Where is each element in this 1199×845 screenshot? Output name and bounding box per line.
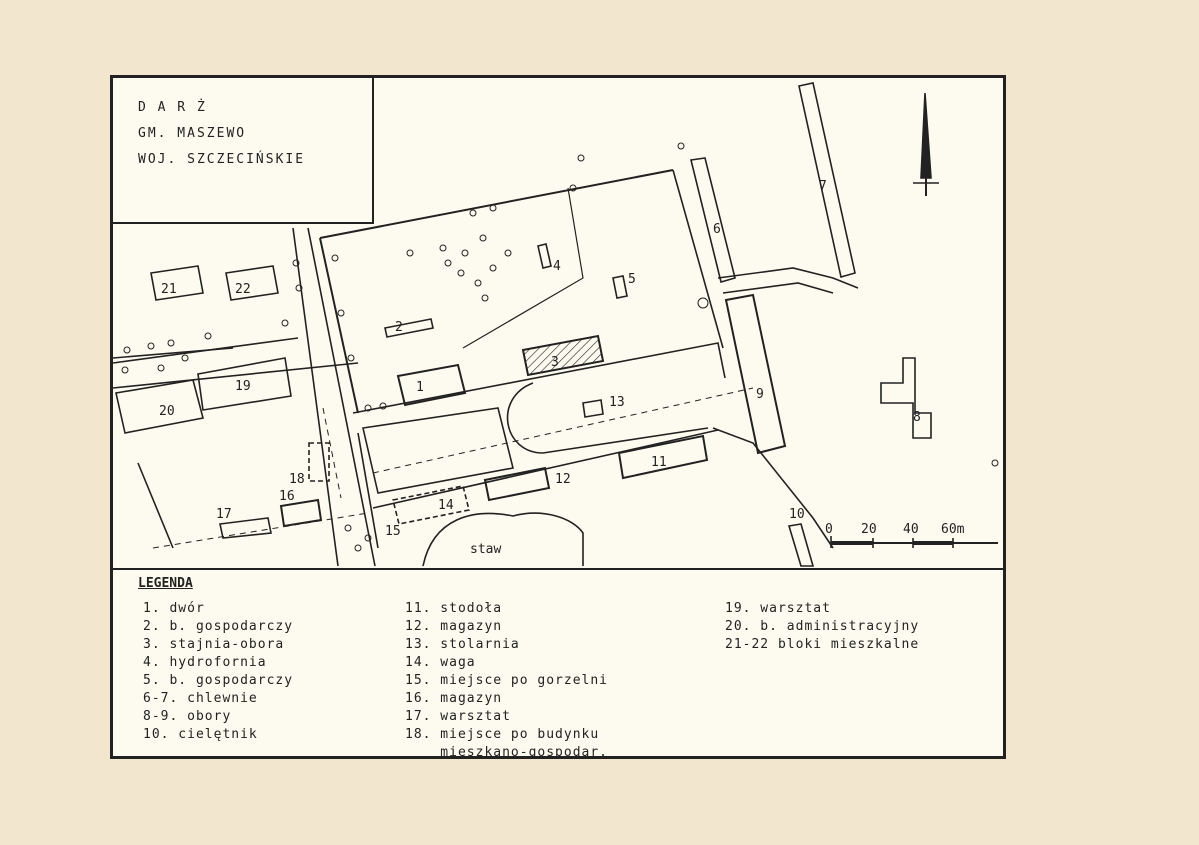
legend-item: 19. warsztat <box>725 601 831 616</box>
building-11-label: 11 <box>651 455 667 470</box>
pond-label: staw <box>470 542 501 557</box>
legend-item: 21-22 bloki mieszkalne <box>725 637 920 652</box>
building-3-label: 3 <box>551 355 559 370</box>
legend-item: 10. cielętnik <box>143 727 258 742</box>
building-8-label: 8 <box>913 410 921 425</box>
building-16-label: 16 <box>279 489 295 504</box>
commune-name: GM. MASZEWO <box>138 126 247 141</box>
legend-item: 11. stodoła <box>405 601 503 616</box>
legend-item: 17. warsztat <box>405 709 511 724</box>
building-17-label: 17 <box>216 507 232 522</box>
building-12-label: 12 <box>555 472 571 487</box>
voivodeship-name: WOJ. SZCZECIŃSKIE <box>138 152 306 167</box>
scale-tick-40: 40 <box>903 522 919 537</box>
legend-item: 13. stolarnia <box>405 637 520 652</box>
legend-item: 6-7. chlewnie <box>143 691 258 706</box>
legend-column-1: 1. dwór 2. b. gospodarczy 3. stajnia-obo… <box>143 600 293 744</box>
legend-column-2: 11. stodoła 12. magazyn 13. stolarnia 14… <box>405 600 608 762</box>
legend: LEGENDA 1. dwór 2. b. gospodarczy 3. sta… <box>113 568 1003 760</box>
legend-item: 1. dwór <box>143 601 205 616</box>
building-22-label: 22 <box>235 282 251 297</box>
legend-item: mieszkano-gospodar. <box>405 745 609 760</box>
scale-tick-60m: 60m <box>941 522 965 537</box>
building-6-label: 6 <box>713 222 721 237</box>
legend-item: 3. stajnia-obora <box>143 637 285 652</box>
title-box: D A R Ż GM. MASZEWO WOJ. SZCZECIŃSKIE <box>113 78 374 224</box>
legend-item: 2. b. gospodarczy <box>143 619 294 634</box>
legend-heading: LEGENDA <box>138 576 193 591</box>
building-2-label: 2 <box>395 320 403 335</box>
building-20-label: 20 <box>159 404 175 419</box>
legend-item: 18. miejsce po budynku <box>405 727 600 742</box>
building-21-label: 21 <box>161 282 177 297</box>
building-9-label: 9 <box>756 387 764 402</box>
building-1-label: 1 <box>416 380 424 395</box>
building-4-label: 4 <box>553 259 561 274</box>
legend-item: 20. b. administracyjny <box>725 619 920 634</box>
scale-tick-0: 0 <box>825 522 833 537</box>
map-frame: 1 2 3 4 5 6 7 8 9 10 11 12 13 14 15 16 1… <box>110 75 1006 760</box>
legend-item: 12. magazyn <box>405 619 503 634</box>
legend-item: 15. miejsce po gorzelni <box>405 673 609 688</box>
building-7-label: 7 <box>819 179 827 194</box>
place-name: D A R Ż <box>138 100 207 115</box>
legend-item: 4. hydrofornia <box>143 655 267 670</box>
legend-item: 5. b. gospodarczy <box>143 673 294 688</box>
building-10-label: 10 <box>789 507 805 522</box>
legend-item: 14. waga <box>405 655 476 670</box>
building-19-label: 19 <box>235 379 251 394</box>
building-18-label: 18 <box>289 472 305 487</box>
site-plan: 1 2 3 4 5 6 7 8 9 10 11 12 13 14 15 16 1… <box>113 82 999 567</box>
scale-tick-20: 20 <box>861 522 877 537</box>
legend-column-3: 19. warsztat 20. b. administracyjny 21-2… <box>725 600 919 654</box>
legend-item: 8-9. obory <box>143 709 232 724</box>
building-15-label: 15 <box>385 524 401 539</box>
building-5-label: 5 <box>628 272 636 287</box>
building-14-label: 14 <box>438 498 454 513</box>
legend-item: 16. magazyn <box>405 691 503 706</box>
building-13-label: 13 <box>609 395 625 410</box>
